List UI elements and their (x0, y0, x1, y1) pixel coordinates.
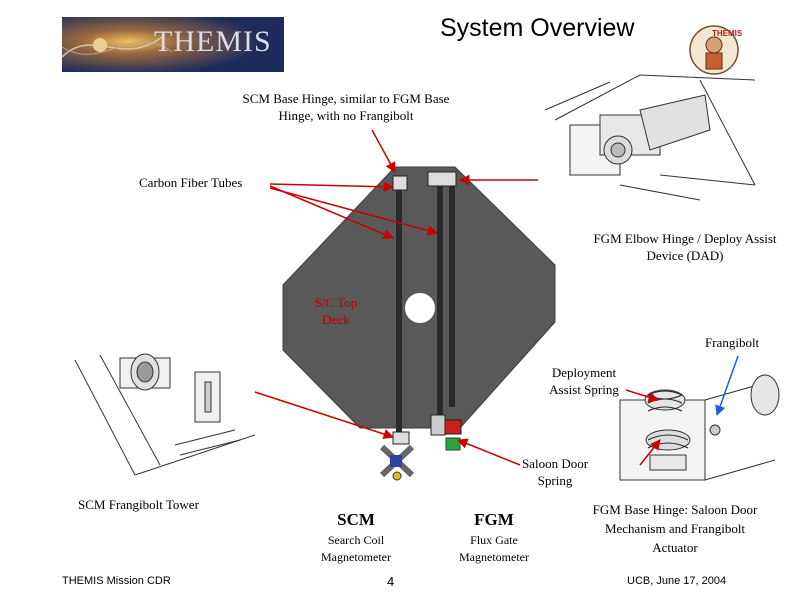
logo-text: THEMIS (154, 25, 272, 58)
fgm-base-hinge-drawing (619, 374, 780, 481)
page-title: System Overview (440, 14, 635, 42)
label-sc-top-deck: S/C Top Deck (314, 295, 358, 327)
logo-swirl-graphic (62, 17, 284, 72)
footer-right: UCB, June 17, 2004 (627, 575, 727, 587)
scm-base-hinge-drawing (544, 74, 756, 201)
label-frangibolt: Frangibolt (705, 335, 760, 350)
carbon-fiber-boom-fgm (427, 171, 462, 451)
red-callout-arrows (254, 129, 661, 466)
scm-full-name: Search Coil Magnetometer (321, 533, 391, 564)
label-scm-frangibolt-tower: SCM Frangibolt Tower (78, 497, 199, 512)
label-scm-base-hinge: SCM Base Hinge, similar to FGM Base Hing… (242, 91, 450, 123)
label-deployment-assist-spring: Deployment Assist Spring (549, 365, 619, 397)
fgm-abbreviation: FGM (474, 510, 514, 529)
fgm-full-name: Flux Gate Magnetometer (459, 533, 529, 564)
page-number: 4 (387, 574, 395, 589)
themis-mascot-icon: THEMIS (689, 25, 743, 75)
scm-frangibolt-tower-drawing (74, 353, 256, 476)
scm-sensor-icon (379, 444, 415, 481)
svg-text:THEMIS: THEMIS (712, 29, 743, 38)
label-carbon-fiber-tubes: Carbon Fiber Tubes (139, 175, 243, 190)
blue-callout-arrow (715, 355, 739, 416)
themis-logo-banner: THEMIS (62, 17, 284, 72)
label-fgm-base-hinge: FGM Base Hinge: Saloon Door Mechanism an… (592, 502, 758, 555)
label-saloon-door-spring: Saloon Door Spring (521, 456, 589, 488)
carbon-fiber-boom-scm (392, 175, 410, 445)
scm-abbreviation: SCM (337, 510, 375, 529)
deck-center-hole (405, 293, 435, 323)
footer-left: THEMIS Mission CDR (62, 575, 171, 587)
label-fgm-elbow-hinge: FGM Elbow Hinge / Deploy Assist Device (… (593, 231, 777, 263)
